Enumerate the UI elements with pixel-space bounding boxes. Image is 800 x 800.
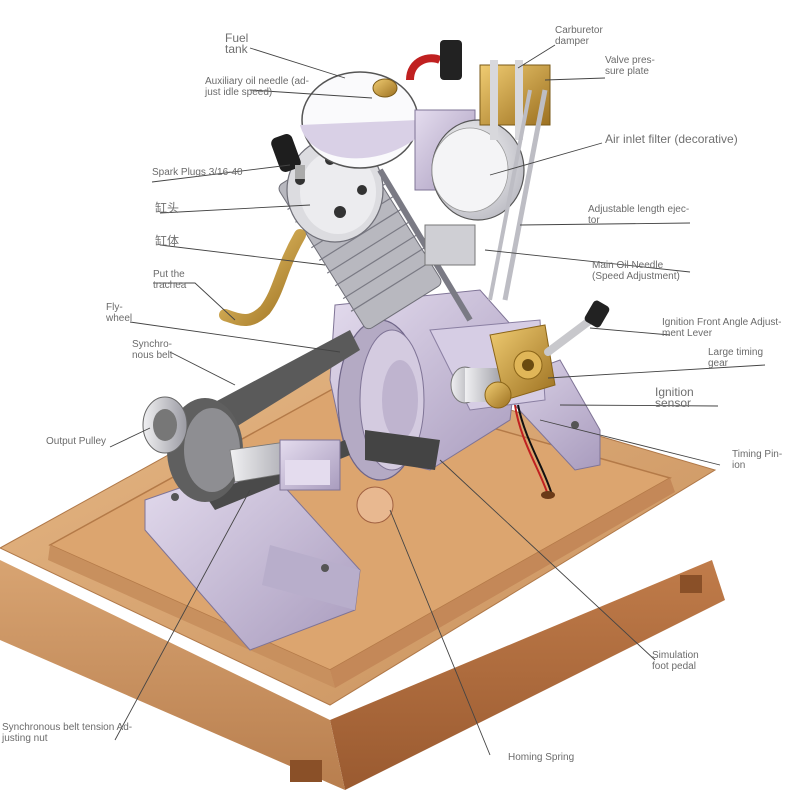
- label-timing-pinion-1: Timing Pin-: [732, 449, 782, 460]
- label-trachea-1: Put the: [153, 269, 185, 280]
- label-ignition-sensor-1: Ignition: [655, 385, 694, 399]
- main-oil-needle: [424, 224, 476, 266]
- label-ejector-1: Adjustable length ejec-: [588, 204, 689, 215]
- label-ignition-lever-1: Ignition Front Angle Adjust-: [662, 317, 782, 328]
- label-aux-oil-2: just idle speed): [204, 87, 272, 98]
- label-fuel-tank-1: Fuel: [225, 31, 248, 45]
- leader-lines: [109, 44, 766, 756]
- label-cylinder-head: 缸头: [155, 200, 179, 215]
- label-output-pulley: Output Pulley: [46, 436, 106, 447]
- label-sync-belt-2: nous belt: [132, 350, 173, 361]
- simulation-foot-pedal: [356, 430, 440, 524]
- label-flywheel-2: wheel: [105, 313, 132, 324]
- output-pulley: [142, 396, 306, 502]
- fuel-tank: [300, 71, 420, 169]
- label-valve-1: Valve pres-: [605, 55, 655, 66]
- belt-tension-nut: [279, 439, 341, 491]
- label-ignition-lever-2: ment Lever: [662, 328, 713, 339]
- label-trachea-2: trachea: [153, 280, 187, 291]
- label-foot-pedal-2: foot pedal: [652, 661, 696, 672]
- label-flywheel-1: Fly-: [106, 302, 123, 313]
- label-fuel-tank-2: tank: [225, 42, 249, 56]
- label-air-filter: Air inlet filter (decorative): [605, 132, 738, 146]
- label-cylinder-body: 缸体: [155, 233, 179, 248]
- label-aux-oil-1: Auxiliary oil needle (ad-: [205, 76, 309, 87]
- spark-plug: [271, 134, 305, 179]
- label-belt-tension-1: Synchronous belt tension Ad-: [2, 722, 132, 733]
- label-homing-spring: Homing Spring: [508, 752, 574, 763]
- label-sync-belt-1: Synchro-: [132, 339, 172, 350]
- label-main-oil-1: Main Oil Needle: [592, 260, 664, 271]
- timing-pinion: [484, 381, 512, 409]
- label-foot-pedal-1: Simulation: [652, 650, 699, 661]
- label-timing-gear-2: gear: [708, 358, 729, 369]
- label-ejector-2: tor: [588, 215, 600, 226]
- label-belt-tension-2: justing nut: [1, 733, 48, 744]
- label-ignition-sensor-2: sensor: [655, 396, 691, 410]
- label-carburetor-1: Carburetor: [555, 25, 603, 36]
- ignition-sensor: [514, 404, 555, 499]
- label-timing-pinion-2: ion: [732, 460, 745, 471]
- large-timing-gear: [489, 324, 556, 401]
- air-inlet-filter: [431, 119, 525, 221]
- callout-labels: Fuel tank Carburetor damper Auxiliary oi…: [1, 25, 782, 763]
- ignition-lever: [544, 300, 610, 356]
- label-main-oil-2: (Speed Adjustment): [592, 271, 680, 282]
- label-timing-gear-1: Large timing: [708, 347, 763, 358]
- label-valve-2: sure plate: [605, 66, 649, 77]
- label-spark-plugs: Spark Plugs 3/16-40: [152, 167, 243, 178]
- trachea-pipe: [219, 229, 306, 326]
- label-carburetor-2: damper: [555, 36, 590, 47]
